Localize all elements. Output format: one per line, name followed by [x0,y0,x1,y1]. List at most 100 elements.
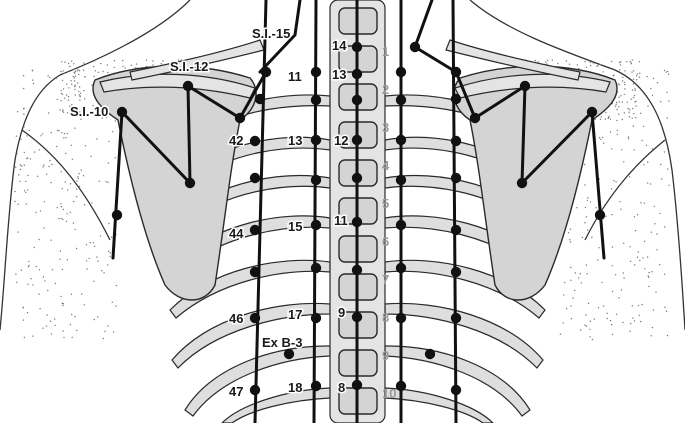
stipple-dot [83,90,84,91]
acupoint-dot [352,135,362,145]
stipple-dot [619,201,620,202]
acupoint-dot [255,94,265,104]
label-si-10: S.I.-10 [70,104,108,119]
stipple-dot [603,71,604,72]
stipple-dot [43,227,44,228]
stipple-dot [637,73,638,74]
stipple-dot [58,130,59,131]
stipple-dot [634,95,635,96]
stipple-dot [62,111,63,112]
vertebra-number: 10 [382,386,396,401]
stipple-dot [632,89,633,90]
stipple-dot [668,100,669,101]
stipple-dot [636,75,637,76]
stipple-dot [633,70,634,71]
stipple-dot [587,229,588,230]
acupoint-dot [396,95,406,105]
stipple-dot [648,272,649,273]
acupoint-dot [451,67,461,77]
stipple-dot [651,232,652,233]
stipple-dot [635,105,636,106]
stipple-dot [16,153,17,154]
acupoint-dot [311,313,321,323]
stipple-dot [622,80,623,81]
stipple-dot [612,291,613,292]
stipple-dot [24,165,25,166]
stipple-dot [32,79,33,80]
stipple-dot [51,333,52,334]
stipple-dot [131,65,132,66]
stipple-dot [67,112,68,113]
stipple-dot [107,325,108,326]
stipple-dot [23,126,24,127]
stipple-dot [584,184,585,185]
acupoint-dot [352,173,362,183]
stipple-dot [94,246,95,247]
stipple-dot [124,67,125,68]
stipple-dot [620,209,621,210]
stipple-dot [652,95,653,96]
stipple-dot [610,131,611,132]
stipple-dot [83,175,84,176]
stipple-dot [632,108,633,109]
acupoint-dot [185,178,195,188]
stipple-dot [91,84,92,85]
stipple-dot [18,174,19,175]
stipple-dot [629,331,630,332]
stipple-dot [569,63,570,64]
stipple-dot [62,219,63,220]
acupoint-dot [250,385,260,395]
stipple-dot [633,149,634,150]
stipple-dot [587,273,588,274]
stipple-dot [611,324,612,325]
stipple-dot [597,65,598,66]
stipple-dot [61,132,62,133]
stipple-dot [93,66,94,67]
stipple-dot [23,108,24,109]
acupoint-dot [311,67,321,77]
stipple-dot [103,338,104,339]
stipple-dot [146,60,147,61]
label-9: 9 [338,305,345,320]
stipple-dot [73,222,74,223]
stipple-dot [630,261,631,262]
stipple-dot [62,188,63,189]
stipple-dot [624,84,625,85]
stipple-dot [62,80,63,81]
stipple-dot [647,182,648,183]
acupoint-dot [451,94,461,104]
stipple-dot [48,112,49,113]
stipple-dot [51,240,52,241]
stipple-dot [63,88,64,89]
stipple-dot [28,266,29,267]
stipple-dot [21,165,22,166]
stipple-dot [623,161,624,162]
acupoint-dot [352,69,362,79]
stipple-dot [570,241,571,242]
label-8: 8 [338,380,345,395]
stipple-dot [60,109,61,110]
stipple-dot [615,106,616,107]
stipple-dot [616,102,617,103]
label-15: 15 [288,219,302,234]
stipple-dot [110,252,111,253]
stipple-dot [603,142,604,143]
stipple-dot [59,259,60,260]
stipple-dot [109,256,110,257]
stipple-dot [62,305,63,306]
stipple-dot [664,274,665,275]
acupoint-dot [250,136,260,146]
stipple-dot [101,270,102,271]
stipple-dot [23,319,24,320]
stipple-dot [631,71,632,72]
stipple-dot [633,79,634,80]
stipple-dot [76,180,77,181]
stipple-dot [75,94,76,95]
stipple-dot [590,201,591,202]
stipple-dot [591,237,592,238]
stipple-dot [95,70,96,71]
stipple-dot [79,70,80,71]
stipple-dot [46,314,47,315]
acupoint-dot [410,42,420,52]
